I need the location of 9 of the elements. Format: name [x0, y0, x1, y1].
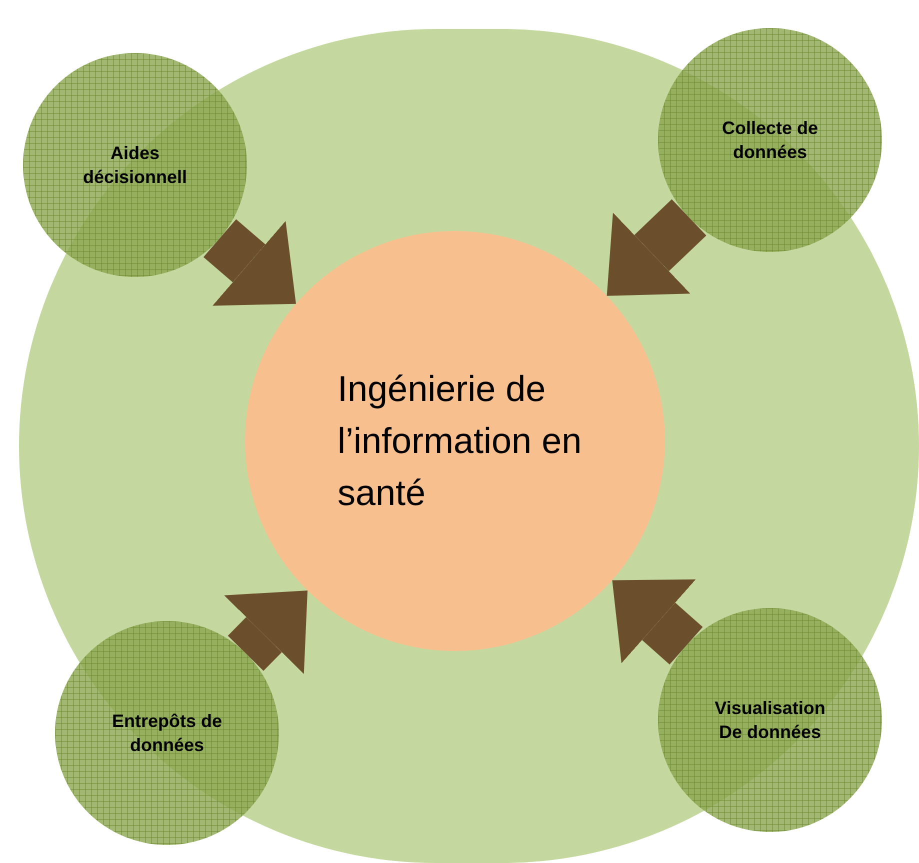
topic-label: Aides décisionnell	[82, 142, 188, 189]
block-arrow	[612, 579, 703, 664]
topic-label: Entrepôts de données	[110, 710, 223, 757]
block-arrow	[224, 590, 308, 674]
topic-label: Collecte de données	[720, 116, 820, 164]
center-title: Ingénierie de l’information en santé	[338, 366, 583, 516]
block-arrow	[606, 199, 706, 296]
topic-label: Visualisation De données	[714, 696, 826, 744]
block-arrow	[203, 219, 296, 306]
